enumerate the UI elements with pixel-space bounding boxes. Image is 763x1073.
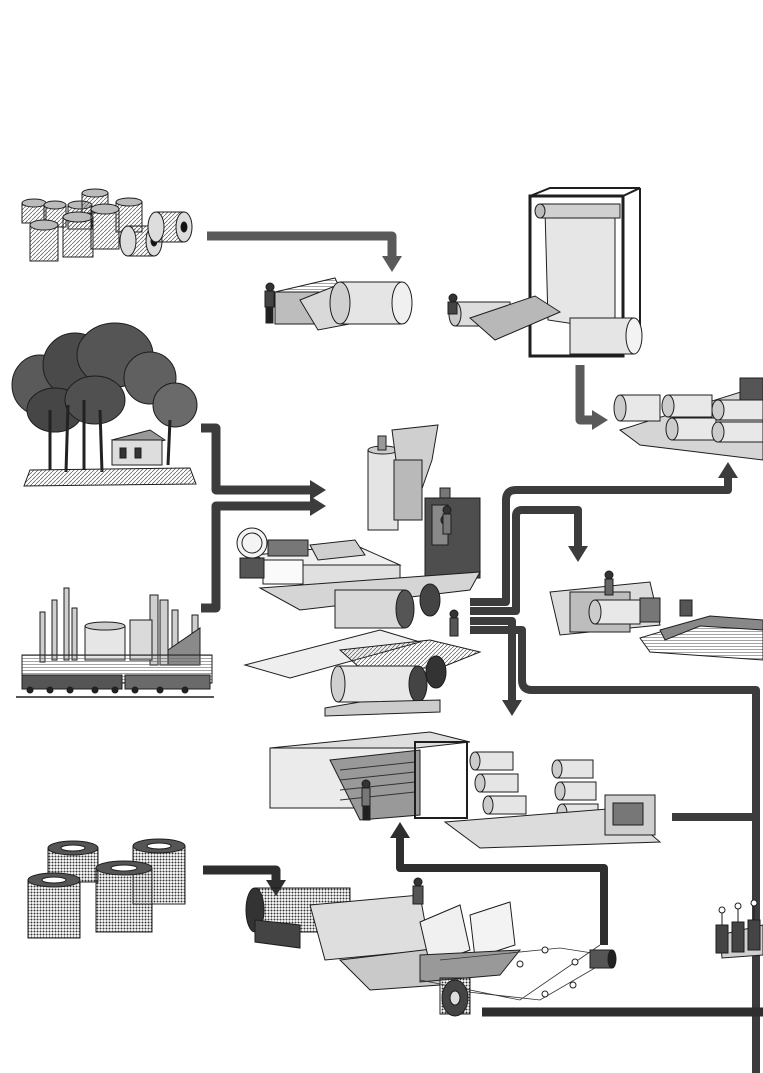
flow-arrow-wire-calender-to-rack bbox=[390, 822, 608, 945]
textile-cord-spools-icon bbox=[21, 188, 193, 262]
flow-arrow-mixer-outputs bbox=[470, 476, 760, 1073]
rubber-tree-icon bbox=[11, 322, 198, 487]
flow-arrow-calender-to-rollers bbox=[575, 365, 608, 430]
bead-spoolers-icon bbox=[715, 899, 763, 959]
refinery-icon bbox=[16, 587, 214, 698]
textile-cord-winding-icon bbox=[264, 277, 413, 331]
flow-arrow-refinery-to-mixer bbox=[201, 496, 326, 613]
flow-arrows bbox=[201, 231, 763, 1073]
mixer-plant-icon bbox=[236, 424, 482, 717]
wire-calender-icon bbox=[245, 877, 617, 1017]
flow-arrowhead-to-rack bbox=[502, 700, 522, 716]
wire-coils-icon bbox=[27, 838, 186, 939]
flow-arrow-plantation-to-mixer bbox=[201, 423, 326, 500]
creel-rack-icon bbox=[269, 731, 662, 849]
extruder-icon bbox=[549, 570, 763, 661]
fabric-calender-frame-icon bbox=[447, 187, 643, 358]
flow-arrowhead-to-extruder bbox=[568, 546, 588, 562]
roller-bank-icon bbox=[613, 377, 763, 461]
flow-arrow-spools-to-winding bbox=[207, 231, 402, 272]
flow-arrowhead-to-rollers-up bbox=[718, 462, 738, 478]
